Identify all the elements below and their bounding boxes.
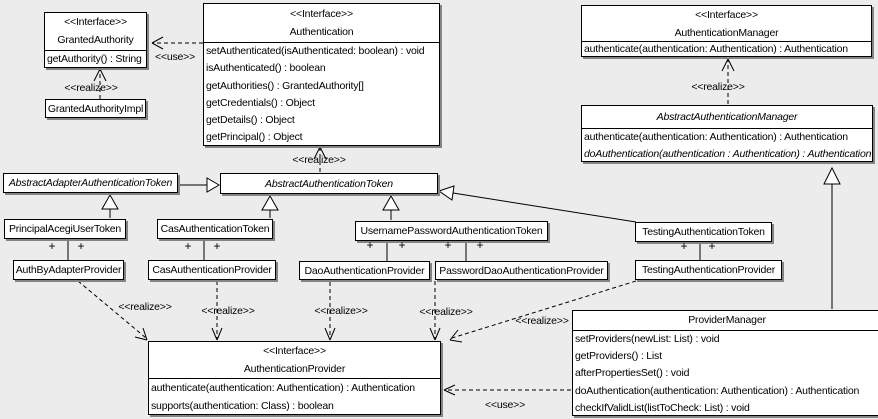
- class-cas-authentication-token[interactable]: CasAuthenticationToken: [157, 219, 273, 239]
- method: setProviders(newList: List) : void: [575, 333, 720, 345]
- assoc-end-label: +: [680, 239, 688, 253]
- edge-realize-abstractauthenticationtoken: [313, 146, 327, 172]
- edge-gen-principal-token: [101, 193, 119, 218]
- edge-realize-passworddaoprovider: [429, 281, 441, 341]
- class-authentication-provider[interactable]: <<Interface>> AuthenticationProvider aut…: [148, 341, 441, 415]
- assoc-end-label: +: [444, 238, 452, 252]
- realize-label: <<realize>>: [515, 315, 569, 327]
- method: doAuthentication(authentication: Authent…: [575, 384, 860, 397]
- method: getDetails() : Object: [206, 114, 295, 127]
- class-auth-by-adapter-provider[interactable]: AuthByAdapterProvider: [13, 260, 124, 280]
- realize-label: <<realize>>: [691, 81, 745, 93]
- edge-gen-providermanager: [823, 166, 841, 309]
- realize-label: <<realize>>: [292, 154, 346, 166]
- class-name: UsernamePasswordAuthenticationToken: [360, 225, 543, 237]
- class-name: TestingAuthenticationToken: [642, 226, 765, 238]
- class-granted-authority-impl[interactable]: GrantedAuthorityImpl: [45, 99, 146, 118]
- edge-realize-casprovider: [211, 281, 223, 341]
- method: authenticate(authentication: Authenticat…: [584, 131, 848, 143]
- method: setAuthenticated(isAuthenticated: boolea…: [206, 45, 425, 57]
- class-username-password-authentication-token[interactable]: UsernamePasswordAuthenticationToken: [355, 221, 548, 241]
- class-testing-authentication-token[interactable]: TestingAuthenticationToken: [635, 222, 772, 242]
- stereotype-label: <<Interface>>: [695, 9, 758, 21]
- assoc-end-label: +: [366, 238, 374, 252]
- class-name: AbstractAdapterAuthenticationToken: [8, 177, 173, 189]
- edge-gen-adapter-token: [178, 177, 220, 193]
- class-name: ProviderManager: [688, 314, 766, 326]
- assoc-end-label: +: [476, 238, 484, 252]
- stereotype-label: <<Interface>>: [290, 8, 353, 20]
- class-name: AuthenticationManager: [674, 27, 779, 39]
- use-label: <<use>>: [154, 51, 196, 63]
- edge-use-authentication-grantedauthority: [151, 36, 203, 50]
- method: getAuthorities() : GrantedAuthority[]: [206, 79, 364, 92]
- class-name: TestingAuthenticationProvider: [641, 264, 776, 276]
- method: isAuthenticated() : boolean: [206, 62, 326, 75]
- edge-gen-usernamepassword-token: [382, 194, 400, 220]
- stereotype-label: <<Interface>>: [263, 345, 326, 357]
- class-name: GrantedAuthority: [57, 34, 134, 46]
- method: supports(authentication: Class) : boolea…: [151, 400, 334, 412]
- edge-use-providermanager: [443, 384, 571, 396]
- class-testing-authentication-provider[interactable]: TestingAuthenticationProvider: [635, 260, 782, 280]
- edge-realize-daoprovider: [324, 282, 336, 341]
- class-name: AuthenticationProvider: [243, 363, 346, 375]
- method: authenticate(authentication: Authenticat…: [151, 382, 415, 394]
- use-label: <<use>>: [484, 399, 526, 411]
- assoc-end-label: +: [213, 239, 221, 253]
- edge-realize-abstractauthenticationmanager: [721, 58, 735, 104]
- assoc-end-label: +: [398, 238, 406, 252]
- class-name: AbstractAuthenticationToken: [265, 177, 393, 190]
- method: checkIfValidList(listToCheck: List) : vo…: [575, 401, 750, 414]
- realize-label: <<realize>>: [419, 306, 473, 318]
- class-name: CasAuthenticationProvider: [152, 264, 272, 276]
- class-name: CasAuthenticationToken: [160, 223, 270, 235]
- method: afterPropertiesSet() : void: [575, 367, 690, 380]
- method: getProviders() : List: [575, 350, 662, 363]
- edge-realize-grantedauthorityimpl: [93, 68, 107, 99]
- assoc-end-label: +: [184, 239, 192, 253]
- edge-realize-authbyadapterprovider: [77, 280, 148, 341]
- method: authenticate(authentication: Authenticat…: [584, 43, 848, 55]
- class-granted-authority[interactable]: <<Interface>> GrantedAuthority getAuthor…: [44, 12, 147, 68]
- method: getCredentials() : Object: [206, 96, 315, 109]
- method: getAuthority() : String: [47, 53, 142, 65]
- method-abstract: doAuthentication(authentication : Authen…: [584, 148, 872, 160]
- class-authentication[interactable]: <<Interface>> Authentication setAuthenti…: [203, 3, 440, 146]
- class-authentication-manager[interactable]: <<Interface>> AuthenticationManager auth…: [581, 5, 872, 57]
- realize-label: <<realize>>: [314, 305, 368, 317]
- assoc-end-label: +: [708, 239, 716, 253]
- realize-label: <<realize>>: [64, 82, 118, 94]
- class-name: DaoAuthenticationProvider: [304, 264, 425, 277]
- edge-gen-testing-token: [437, 185, 637, 223]
- assoc-end-label: +: [77, 239, 85, 253]
- class-password-dao-authentication-provider[interactable]: PasswordDaoAuthenticationProvider: [435, 261, 608, 280]
- class-provider-manager[interactable]: ProviderManager setProviders(newList: Li…: [572, 310, 878, 416]
- edge-realize-testingprovider: [449, 280, 637, 343]
- stereotype-label: <<Interface>>: [64, 16, 127, 28]
- method: getPrincipal() : Object: [206, 131, 303, 144]
- class-name: Authentication: [289, 26, 354, 38]
- class-dao-authentication-provider[interactable]: DaoAuthenticationProvider: [299, 261, 430, 280]
- class-abstract-authentication-manager[interactable]: AbstractAuthenticationManager authentica…: [581, 105, 873, 162]
- realize-label: <<realize>>: [201, 305, 255, 317]
- realize-label: <<realize>>: [118, 301, 172, 313]
- class-abstract-adapter-authentication-token[interactable]: AbstractAdapterAuthenticationToken: [3, 173, 178, 193]
- class-name: PrincipalAcegiUserToken: [8, 223, 122, 235]
- assoc-end-label: +: [48, 239, 56, 253]
- edge-gen-cas-token: [261, 194, 279, 218]
- class-principal-acegi-user-token[interactable]: PrincipalAcegiUserToken: [4, 219, 126, 239]
- class-cas-authentication-provider[interactable]: CasAuthenticationProvider: [148, 260, 276, 280]
- class-name: AuthByAdapterProvider: [15, 264, 122, 276]
- class-name: PasswordDaoAuthenticationProvider: [439, 264, 604, 277]
- class-abstract-authentication-token[interactable]: AbstractAuthenticationToken: [220, 173, 438, 194]
- class-name: GrantedAuthorityImpl: [47, 102, 144, 115]
- class-name: AbstractAuthenticationManager: [656, 111, 798, 123]
